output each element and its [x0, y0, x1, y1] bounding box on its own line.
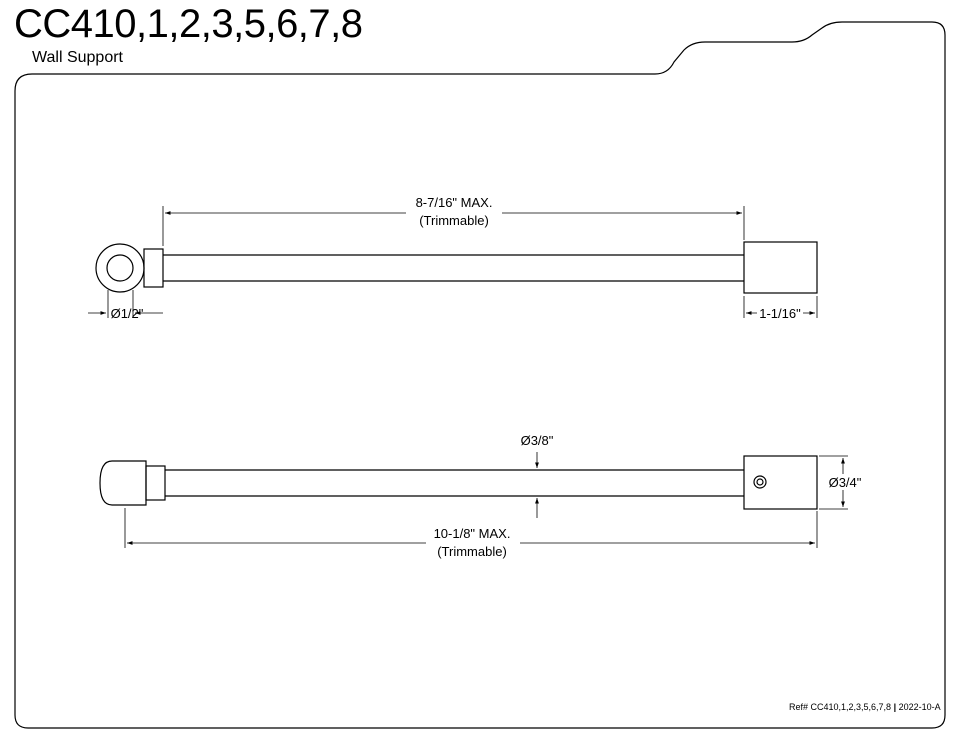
- ref-separator: |: [893, 702, 897, 712]
- end-dim: 1-1/16": [759, 306, 801, 321]
- side-length-note: (Trimmable): [437, 544, 507, 559]
- side-end-block: [743, 455, 818, 510]
- ring-dia-dim: Ø1/2": [111, 306, 144, 321]
- end-cap: [99, 460, 147, 506]
- set-screw-outer: [753, 475, 767, 489]
- set-screw-inner: [756, 478, 764, 486]
- drawing-subtitle: Wall Support: [32, 49, 123, 66]
- drawing-title: CC410,1,2,3,5,6,7,8: [14, 2, 363, 46]
- side-view: [99, 455, 848, 548]
- ref-date: 2022-10-A: [898, 702, 941, 712]
- collar: [143, 248, 164, 288]
- ref-number: Ref# CC410,1,2,3,5,6,7,8: [789, 702, 892, 712]
- ring-inner: [106, 254, 134, 282]
- ring-outer: [95, 243, 145, 293]
- side-collar: [145, 465, 166, 501]
- block-dia-dim: Ø3/4": [829, 475, 862, 490]
- drawing-frame: [14, 21, 946, 729]
- top-view: [95, 206, 818, 318]
- top-length-dim: 8-7/16" MAX.: [416, 195, 493, 210]
- side-length-dim: 10-1/8" MAX.: [434, 526, 511, 541]
- rod-dia-dim: Ø3/8": [521, 433, 554, 448]
- reference-footer: Ref# CC410,1,2,3,5,6,7,8 | 2022-10-A: [789, 703, 941, 712]
- top-length-note: (Trimmable): [419, 213, 489, 228]
- end-block: [743, 241, 818, 294]
